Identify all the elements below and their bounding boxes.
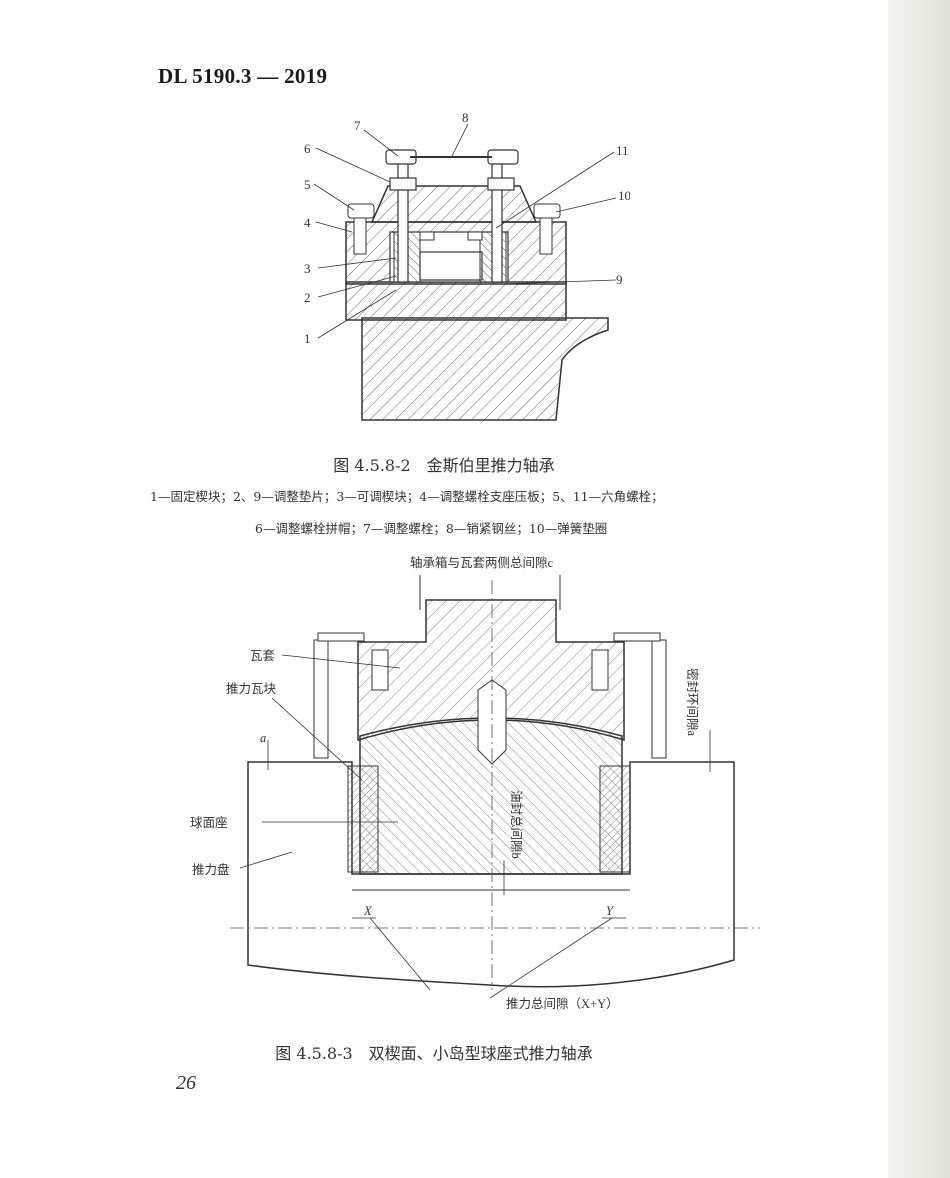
callout-11: 11 (616, 143, 629, 158)
figure2-caption: 图 4.5.8-3 双楔面、小岛型球座式推力轴承 (275, 1044, 593, 1063)
figure1-caption: 图 4.5.8-2 金斯伯里推力轴承 (333, 456, 555, 475)
page-edge-shadow (888, 0, 950, 1178)
label-x: X (363, 904, 373, 918)
figure-spherical-thrust-bearing: 轴承箱与瓦套两侧总间隙c 瓦套 推力瓦块 a 球面座 推力盘 X Y 推力总间隙… (190, 555, 760, 1011)
label-seal-gap: 密封环间隙a (685, 668, 700, 737)
figure1-legend-line2: 6—调整螺栓拼帽；7—调整螺栓；8—销紧钢丝；10—弹簧垫圈 (255, 521, 608, 536)
label-total-gap-c: 轴承箱与瓦套两侧总间隙c (410, 555, 554, 570)
callout-6: 6 (304, 141, 311, 156)
callout-7: 7 (354, 118, 361, 133)
callout-4: 4 (304, 215, 311, 230)
figure1-legend-line1: 1—固定楔块；2、9—调整垫片；3—可调楔块；4—调整螺栓支座压板；5、11—六… (150, 489, 664, 504)
figure-kingsbury-bearing: 1 2 3 4 5 6 7 8 9 10 11 (304, 110, 630, 421)
label-oil-seal-gap: 油封总间隙b (509, 790, 523, 859)
callout-2: 2 (304, 290, 311, 305)
label-y: Y (606, 904, 615, 918)
callout-5: 5 (304, 177, 311, 192)
callout-1: 1 (304, 331, 311, 346)
label-thrust-pad: 推力瓦块 (226, 682, 277, 696)
callout-8: 8 (462, 110, 469, 125)
page-number: 26 (176, 1072, 196, 1094)
label-spherical-seat: 球面座 (190, 815, 228, 830)
label-a: a (260, 731, 266, 745)
label-thrust-gap: 推力总间隙（X+Y） (506, 997, 619, 1011)
label-bearing-shell: 瓦套 (250, 648, 276, 663)
callout-10: 10 (618, 188, 630, 203)
document-header: DL 5190.3 — 2019 (158, 64, 328, 88)
label-thrust-disk: 推力盘 (192, 862, 230, 877)
callout-3: 3 (304, 261, 311, 276)
callout-9: 9 (616, 272, 623, 287)
